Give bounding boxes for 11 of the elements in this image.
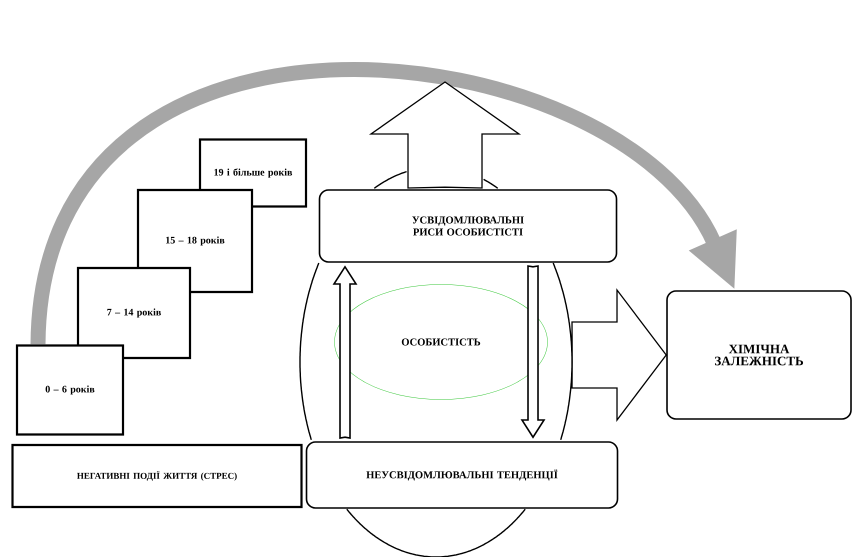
arrow <box>332 265 358 439</box>
curved-arrow <box>30 62 737 346</box>
rounded-box: НЕУСВІДОМЛЮВАЛЬНІ ТЕНДЕНЦІЇ <box>306 441 618 509</box>
rounded-box: ХІМІЧНА ЗАЛЕЖНІСТЬ <box>666 290 852 420</box>
step-box: 0 – 6 років <box>16 344 124 436</box>
process-box: НЕГАТИВНІ ПОДІЇ ЖИТТЯ (СТРЕС) <box>11 444 303 508</box>
block-arrow <box>571 288 668 422</box>
arrow <box>520 265 546 439</box>
step-box: 7 – 14 років <box>76 266 192 360</box>
rounded-box: УСВІДОМЛЮВАЛЬНІ РИСИ ОСОБИСТІСТІ <box>318 189 618 263</box>
block-arrow <box>368 81 522 189</box>
